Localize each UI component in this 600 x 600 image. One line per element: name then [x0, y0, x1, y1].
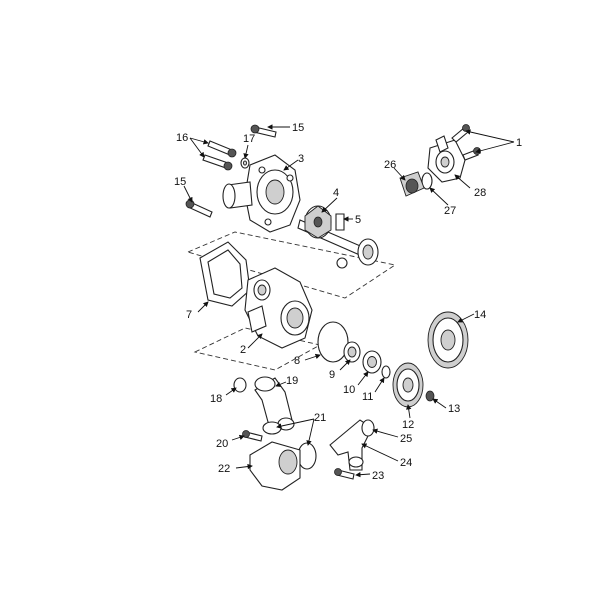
- callout-12: 12: [402, 419, 414, 431]
- impeller-shaft-part-4: [297, 205, 366, 257]
- callout-16: 16: [176, 132, 188, 144]
- oring-part-25: [361, 419, 375, 437]
- callout-11: 11: [362, 391, 373, 403]
- bolt-part-20: [242, 430, 263, 442]
- callout-9: 9: [329, 369, 335, 381]
- oring-part-8: [317, 321, 349, 363]
- oring-part-27: [421, 172, 433, 190]
- thermostat-housing-part-28: [427, 135, 466, 183]
- bolt-part-15-upper: [250, 124, 277, 138]
- bearing-part-10: [362, 350, 382, 374]
- circlip-part-13: [425, 390, 435, 402]
- sensor-part-26: [399, 171, 425, 197]
- washer-part-11: [381, 365, 391, 379]
- gasket-part-7: [199, 241, 251, 307]
- callout-17: 17: [243, 133, 255, 145]
- callout-1: 1: [516, 137, 522, 149]
- bolts-part-16: [202, 140, 237, 171]
- gear-part-14: [427, 311, 469, 369]
- callout-2: 2: [240, 344, 246, 356]
- callout-13: 13: [448, 403, 460, 415]
- callout-10: 10: [343, 384, 355, 396]
- callout-25: 25: [400, 433, 412, 445]
- callout-27: 27: [444, 205, 456, 217]
- callout-26: 26: [384, 159, 396, 171]
- pump-housing-part-2: [244, 267, 313, 349]
- callout-14: 14: [474, 309, 486, 321]
- callout-8: 8: [294, 355, 300, 367]
- callout-5: 5: [355, 214, 361, 226]
- callout-19: 19: [286, 375, 298, 387]
- callout-24: 24: [400, 457, 412, 469]
- pin-part-5: [335, 213, 345, 231]
- washer-part-17: [240, 157, 250, 169]
- callout-18: 18: [210, 393, 222, 405]
- shaft-gear: [336, 238, 379, 269]
- gear-part-12: [392, 362, 424, 408]
- callout-3: 3: [298, 153, 304, 165]
- callout-28: 28: [474, 187, 486, 199]
- hose-part-22: [249, 441, 301, 491]
- leader-lines: [183, 124, 515, 478]
- bolt-part-23: [334, 468, 355, 480]
- callout-7: 7: [186, 309, 192, 321]
- callout-21: 21: [314, 412, 326, 424]
- callout-15-upper: 15: [292, 122, 304, 134]
- callout-4: 4: [333, 187, 339, 199]
- callout-20: 20: [216, 438, 228, 450]
- callout-15-left: 15: [174, 176, 186, 188]
- bearing-part-9: [343, 341, 361, 363]
- oring-part-18: [233, 377, 247, 393]
- callout-22: 22: [218, 463, 230, 475]
- callout-23: 23: [372, 470, 384, 482]
- pump-cover-part-3: [222, 154, 301, 233]
- bolt-part-15-left: [185, 199, 213, 218]
